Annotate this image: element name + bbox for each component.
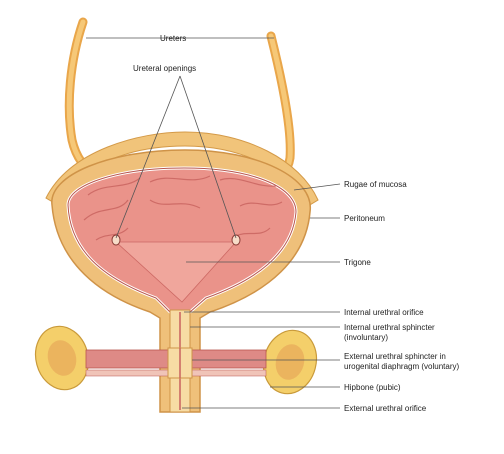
label-internal-orifice: Internal urethral orifice (344, 308, 424, 317)
left-ureter (69, 22, 96, 176)
label-external-sphincter-line1: External urethral sphincter in (344, 352, 446, 361)
label-hipbone: Hipbone (pubic) (344, 383, 401, 392)
left-pubic-bone (29, 320, 96, 395)
left-ureteral-opening (112, 235, 120, 245)
right-ureteral-opening (232, 235, 240, 245)
label-internal-sphincter-line1: Internal urethral sphincter (344, 323, 435, 332)
right-pubic-bone (257, 324, 324, 399)
label-trigone: Trigone (344, 258, 371, 267)
label-external-sphincter-line2: urogenital diaphragm (voluntary) (344, 362, 460, 371)
label-ureters: Ureters (160, 34, 186, 43)
label-external-orifice: External urethral orifice (344, 404, 427, 413)
label-ureteral-openings: Ureteral openings (133, 64, 196, 73)
label-peritoneum: Peritoneum (344, 214, 385, 223)
label-internal-sphincter-line2: (involuntary) (344, 333, 388, 342)
label-rugae: Rugae of mucosa (344, 180, 407, 189)
